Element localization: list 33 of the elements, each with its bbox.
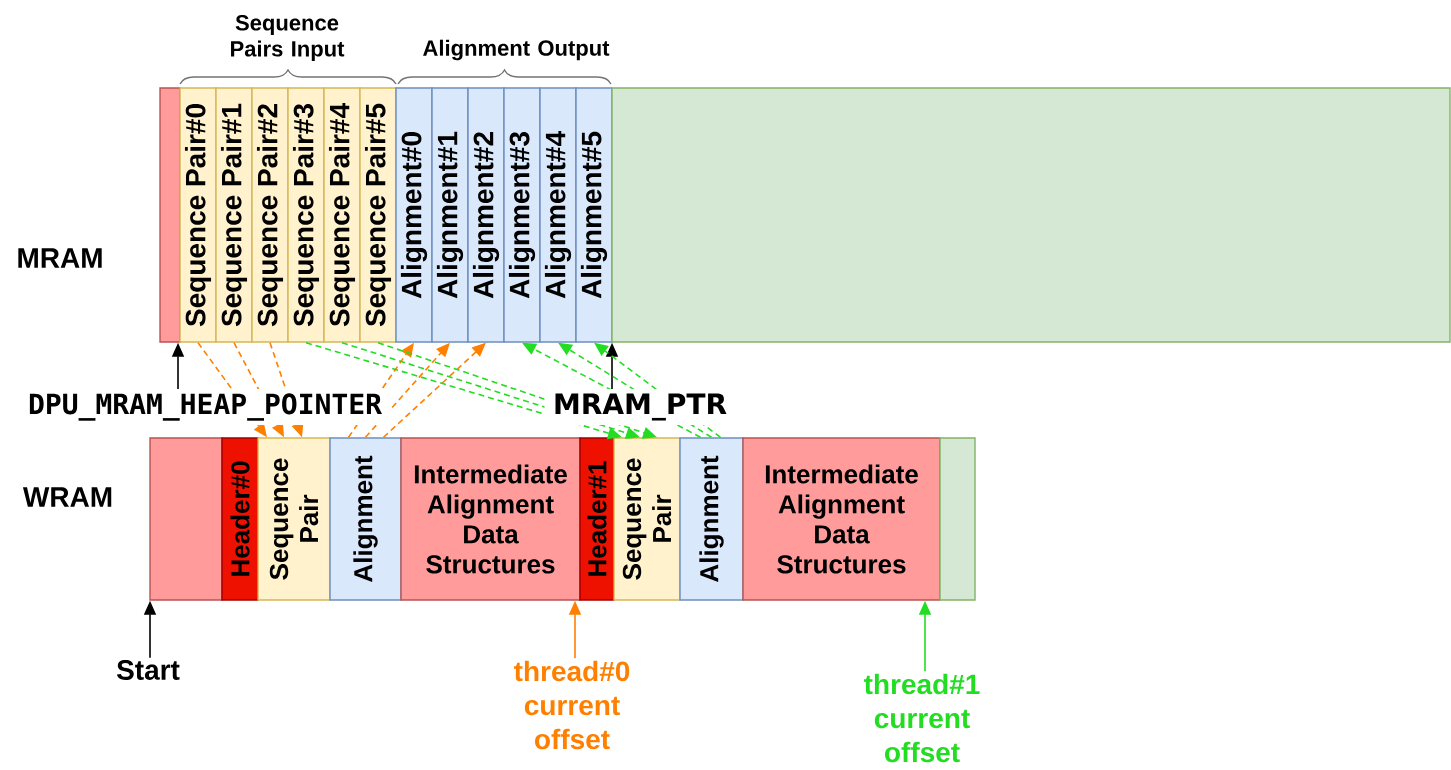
memory-cell: Sequence Pair#2 (251, 87, 289, 343)
memory-block (611, 87, 1451, 343)
memory-cell: Alignment (329, 437, 402, 601)
memory-cell: Intermediate Alignment Data Structures (742, 437, 941, 601)
offset-label: thread#0 current offset (514, 660, 630, 750)
memory-label: MRAM (18, 248, 102, 268)
memory-block (939, 437, 976, 601)
memory-block (149, 437, 223, 601)
memory-cell: Intermediate Alignment Data Structures (400, 437, 581, 601)
memory-block (159, 87, 181, 343)
memory-cell: Alignment#4 (539, 87, 577, 343)
pointer-label: MRAM_PTR (555, 393, 727, 421)
memory-cell: Sequence Pair (257, 437, 331, 601)
memory-cell: Header#1 (579, 437, 615, 601)
memory-cell: Alignment#3 (503, 87, 541, 343)
memory-cell: Sequence Pair#3 (287, 87, 325, 343)
memory-cell: Alignment#1 (431, 87, 469, 343)
pointer-label: DPU_MRAM_HEAP_POINTER (29, 393, 382, 421)
memory-cell: Header#0 (221, 437, 259, 601)
memory-label: WRAM (22, 487, 112, 507)
memory-cell: Sequence Pair (613, 437, 681, 601)
memory-cell: Sequence Pair#1 (215, 87, 253, 343)
group-label: Sequence Pairs Input (231, 15, 345, 61)
offset-label: thread#1 current offset (864, 673, 980, 763)
memory-cell: Alignment#0 (395, 87, 433, 343)
memory-cell: Alignment#2 (467, 87, 505, 343)
memory-cell: Sequence Pair#5 (359, 87, 397, 343)
memory-cell: Alignment#5 (575, 87, 613, 343)
group-label: Alignment Output (423, 39, 610, 61)
memory-cell: Alignment (679, 437, 744, 601)
memory-cell: Sequence Pair#4 (323, 87, 361, 343)
memory-cell: Sequence Pair#0 (179, 87, 217, 343)
offset-label: Start (116, 660, 180, 680)
